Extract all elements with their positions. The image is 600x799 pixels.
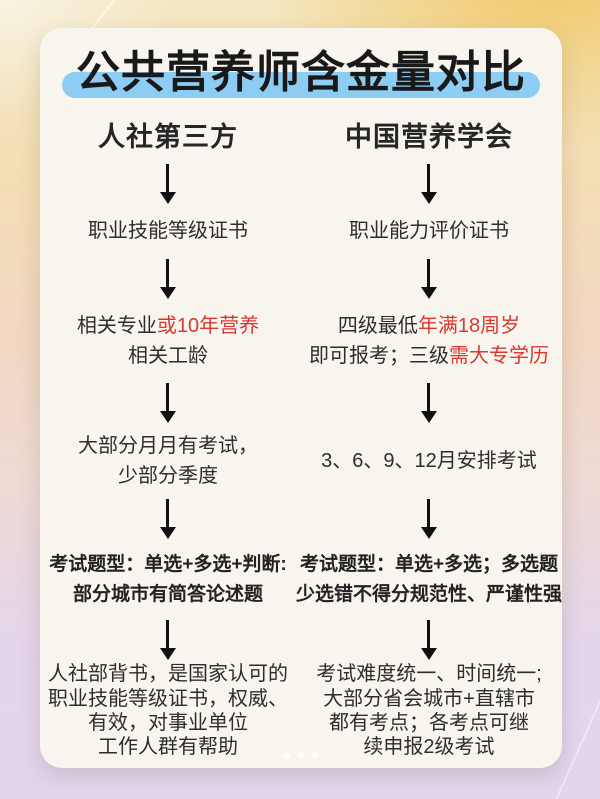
step-line: 相关工龄 bbox=[128, 341, 208, 371]
column-header-renshe: 人社第三方 bbox=[97, 122, 238, 153]
down-arrow-icon bbox=[159, 382, 176, 423]
step-line: 考试题型：单选+多选+判断: bbox=[49, 550, 287, 579]
highlighted-red-text: 年满18周岁 bbox=[417, 315, 521, 338]
step-line: 少选错不得分规范性、严谨性强 bbox=[296, 580, 562, 609]
step-line: 职业技能等级证书，权威、 bbox=[48, 687, 288, 711]
step-text: 职业技能等级证书 bbox=[87, 220, 248, 243]
step-line: 3、6、9、12月安排考试 bbox=[321, 446, 537, 476]
step-text: 大部分月月有考试， bbox=[77, 434, 258, 457]
step-line: 都有考点；各考点可继 bbox=[329, 711, 529, 735]
step-line: 考试难度统一、时间统一; bbox=[316, 662, 542, 686]
step-line: 人社部背书，是国家认可的 bbox=[48, 662, 288, 686]
column-renshe-step-2: 相关专业或10年营养相关工龄 bbox=[40, 304, 296, 379]
highlighted-red-text: 需大专学历 bbox=[448, 345, 549, 368]
flow-arrow-cell bbox=[296, 254, 562, 304]
step-text: 即可报考；三级 bbox=[308, 345, 449, 368]
column-yingyangxuehui-step-5: 考试难度统一、时间统一;大部分省会城市+直辖市都有考点；各考点可继续申报2级考试 bbox=[296, 663, 562, 759]
page-title: 公共营养师含金量对比 bbox=[62, 48, 540, 98]
step-text: 考试题型：单选+多选+判断: bbox=[49, 554, 287, 576]
flow-arrow-cell bbox=[296, 379, 562, 427]
flow-arrow-cell bbox=[40, 254, 296, 304]
highlighted-red-text: 或10年营养 bbox=[156, 315, 260, 338]
step-line: 大部分省会城市+直辖市 bbox=[323, 687, 535, 711]
down-arrow-icon bbox=[420, 382, 437, 423]
column-renshe-step-3: 大部分月月有考试， 少部分季度 bbox=[40, 427, 296, 495]
down-arrow-icon bbox=[420, 619, 437, 660]
column-yingyangxuehui-step-2: 四级最低年满18周岁即可报考；三级需大专学历 bbox=[296, 304, 562, 379]
step-text: 相关专业 bbox=[76, 315, 157, 338]
step-text: 职业技能等级证书，权威、 bbox=[47, 687, 288, 710]
column-renshe-step-5: 人社部背书，是国家认可的职业技能等级证书，权威、有效，对事业单位工作人群有帮助 bbox=[40, 663, 296, 759]
title-wrap: 公共营养师含金量对比 bbox=[40, 47, 562, 99]
down-arrow-icon bbox=[420, 498, 437, 539]
step-text: 续申报2级考试 bbox=[363, 736, 495, 759]
step-line: 四级最低年满18周岁 bbox=[338, 311, 520, 341]
step-text: 有效，对事业单位 bbox=[87, 711, 248, 734]
carousel-dot bbox=[283, 752, 291, 759]
column-yingyangxuehui-step-3: 3、6、9、12月安排考试 bbox=[296, 427, 562, 495]
flow-arrow-cell bbox=[40, 379, 296, 427]
step-text: 相关工龄 bbox=[127, 345, 208, 368]
flow-arrow-cell bbox=[40, 617, 296, 663]
step-line: 职业能力评价证书 bbox=[349, 216, 509, 246]
comparison-card: 公共营养师含金量对比 人社第三方 中国营养学会职业技能等级证书 职业能力评价证书相关… bbox=[40, 28, 562, 768]
column-yingyangxuehui-step-1: 职业能力评价证书 bbox=[296, 209, 562, 254]
step-line: 少部分季度 bbox=[118, 461, 218, 491]
step-text: 少部分季度 bbox=[117, 464, 218, 487]
step-line: 相关专业或10年营养 bbox=[77, 311, 259, 341]
column-renshe-step-1: 职业技能等级证书 bbox=[40, 209, 296, 254]
step-text: 部分城市有简答论述题 bbox=[72, 583, 263, 605]
step-text: 考试难度统一、时间统一; bbox=[316, 663, 542, 686]
column-header-yingyangxuehui: 中国营养学会 bbox=[344, 122, 513, 153]
step-text: 考试题型：单选+多选；多选题 bbox=[299, 554, 559, 576]
step-line: 续申报2级考试 bbox=[363, 735, 494, 759]
step-line: 部分城市有简答论述题 bbox=[73, 580, 263, 609]
down-arrow-icon bbox=[159, 258, 176, 299]
down-arrow-icon bbox=[159, 619, 176, 660]
step-text: 都有考点；各考点可继 bbox=[328, 711, 529, 734]
step-text: 四级最低 bbox=[337, 315, 418, 338]
step-line: 工作人群有帮助 bbox=[98, 735, 238, 759]
step-line: 大部分月月有考试， bbox=[78, 431, 258, 461]
step-text: 少选错不得分规范性、严谨性强 bbox=[295, 583, 562, 605]
flow-arrow-cell bbox=[296, 495, 562, 543]
step-line: 即可报考；三级需大专学历 bbox=[309, 341, 549, 371]
down-arrow-icon bbox=[159, 498, 176, 539]
flow-arrow-cell bbox=[40, 159, 296, 209]
step-line: 职业技能等级证书 bbox=[88, 216, 248, 246]
down-arrow-icon bbox=[420, 163, 437, 204]
flow-arrow-cell bbox=[296, 159, 562, 209]
step-text: 人社部背书，是国家认可的 bbox=[47, 663, 288, 686]
step-line: 考试题型：单选+多选；多选题 bbox=[300, 550, 558, 579]
carousel-dot bbox=[311, 752, 319, 759]
step-text: 大部分省会城市+直辖市 bbox=[323, 687, 535, 710]
down-arrow-icon bbox=[420, 258, 437, 299]
carousel-dot bbox=[297, 752, 305, 759]
carousel-dots bbox=[283, 752, 319, 759]
step-line: 有效，对事业单位 bbox=[88, 711, 248, 735]
step-text: 3、6、9、12月安排考试 bbox=[321, 449, 537, 472]
column-renshe-step-4: 考试题型：单选+多选+判断: 部分城市有简答论述题 bbox=[40, 543, 296, 617]
flow-arrow-cell bbox=[40, 495, 296, 543]
down-arrow-icon bbox=[159, 163, 176, 204]
step-text: 职业能力评价证书 bbox=[348, 220, 509, 243]
column-yingyangxuehui-step-4: 考试题型：单选+多选；多选题少选错不得分规范性、严谨性强 bbox=[296, 543, 562, 617]
comparison-grid: 人社第三方 中国营养学会职业技能等级证书 职业能力评价证书相关专业或10年营养相关工… bbox=[40, 111, 562, 759]
flow-arrow-cell bbox=[296, 617, 562, 663]
step-text: 工作人群有帮助 bbox=[97, 736, 238, 759]
